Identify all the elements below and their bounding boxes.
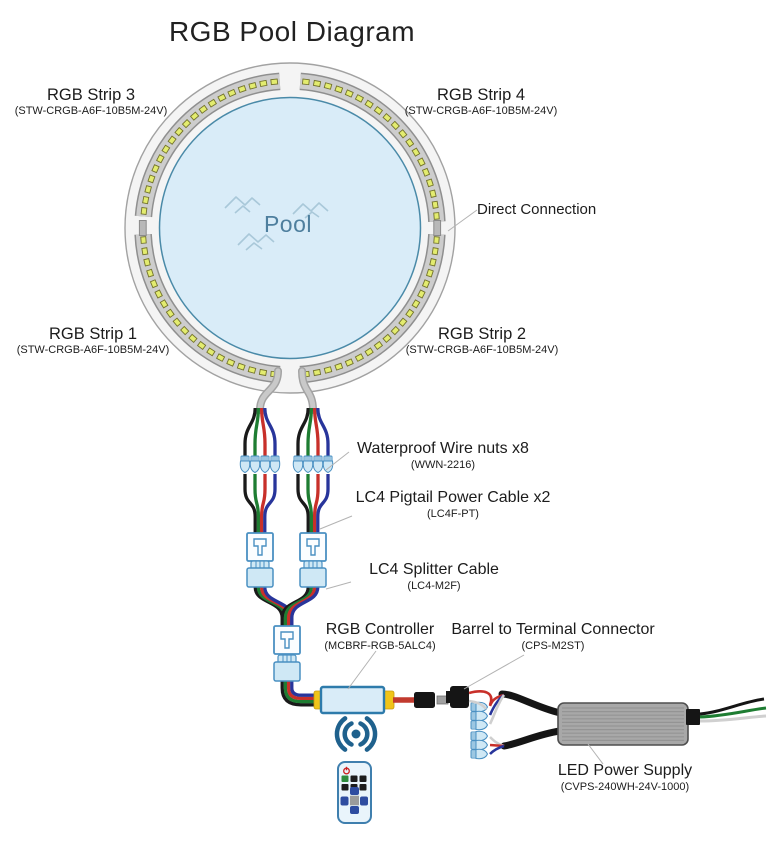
barrel-name: Barrel to Terminal Connector [451,621,655,638]
strip1-name: RGB Strip 1 [48,325,138,343]
label-direct-connection: Direct Connection [477,201,597,218]
label-splitter: LC4 Splitter Cable (LC4-M2F) [354,561,514,592]
wifi-signal-icon [334,716,378,752]
label-rgb-strip-4: RGB Strip 4 (STW-CRGB-A6F-10B5M-24V) [381,86,581,118]
label-power-supply: LED Power Supply (CVPS-240WH-24V-1000) [556,762,694,793]
water-wave-icon [224,196,329,251]
strip2-part: (STW-CRGB-A6F-10B5M-24V) [405,344,559,357]
label-rgb-strip-1: RGB Strip 1 (STW-CRGB-A6F-10B5M-24V) [0,325,193,357]
strip4-name: RGB Strip 4 [436,86,526,104]
strip-exit-cables [256,367,317,414]
controller-part: (MCBRF-RGB-5ALC4) [324,639,436,652]
label-barrel: Barrel to Terminal Connector (CPS-M2ST) [450,621,656,652]
rgbw-wires [243,407,330,707]
strip4-part: (STW-CRGB-A6F-10B5M-24V) [404,105,558,118]
direct-connection-joint [138,220,442,236]
power-supply-name: LED Power Supply [557,762,693,779]
splitter-part: (LC4-M2F) [407,579,461,592]
page-title: RGB Pool Diagram [168,16,416,47]
strip1-part: (STW-CRGB-A6F-10B5M-24V) [16,344,170,357]
wire-nuts-part: (WWN-2216) [410,458,476,471]
lc4-pigtail-connectors [246,532,327,588]
remote-dpad [340,787,368,814]
waterproof-wire-nuts [239,455,489,760]
splitter-name: LC4 Splitter Cable [369,561,499,578]
barrel-to-terminal-connector [393,686,493,710]
label-rgb-strip-2: RGB Strip 2 (STW-CRGB-A6F-10B5M-24V) [382,325,582,357]
power-supply-dc-cables [488,690,564,755]
power-supply-part: (CVPS-240WH-24V-1000) [560,780,690,793]
label-controller: RGB Controller (MCBRF-RGB-5ALC4) [320,621,440,652]
remote-control [337,761,372,824]
strip2-name: RGB Strip 2 [437,325,527,343]
pool-text: Pool [263,211,313,237]
pool-water [158,96,422,360]
controller-name: RGB Controller [325,621,435,638]
strip3-name: RGB Strip 3 [46,86,136,104]
led-power-supply [557,697,767,746]
label-wire-nuts: Waterproof Wire nuts x8 (WWN-2216) [352,440,534,471]
label-rgb-strip-3: RGB Strip 3 (STW-CRGB-A6F-10B5M-24V) [0,86,191,118]
pigtail-part: (LC4F-PT) [427,507,479,520]
led-strip-ring [134,72,446,384]
strip3-part: (STW-CRGB-A6F-10B5M-24V) [14,105,168,118]
label-pigtail: LC4 Pigtail Power Cable x2 (LC4F-PT) [354,489,552,520]
wire-nuts-name: Waterproof Wire nuts x8 [357,440,529,457]
lc4-splitter-connector [273,625,301,682]
power-icon [343,766,350,775]
pigtail-name: LC4 Pigtail Power Cable x2 [355,489,551,506]
leader-lines [319,209,604,765]
barrel-part: (CPS-M2ST) [521,639,585,652]
rgb-controller [313,685,395,715]
